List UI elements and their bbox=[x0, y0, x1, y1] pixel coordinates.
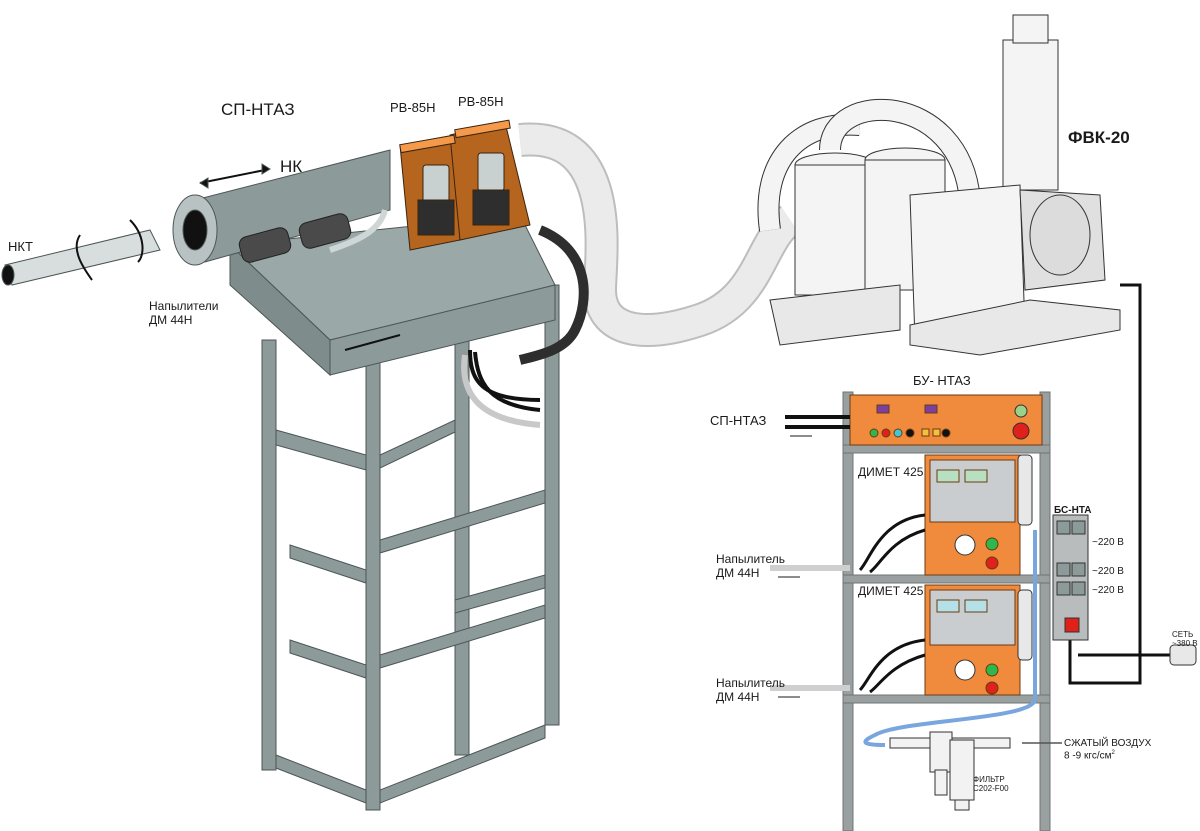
label-filter: ФИЛЬТР С202-F00 bbox=[973, 775, 1009, 793]
label-net-380v: СЕТЬ ~380 В bbox=[1172, 630, 1198, 648]
rack bbox=[842, 391, 1051, 831]
label-compressed-air: СЖАТЫЙ ВОЗДУХ 8 -9 кгс/см2 bbox=[1064, 738, 1151, 761]
label-220v-3: ~220 В bbox=[1092, 585, 1124, 596]
air-filter bbox=[889, 731, 1011, 811]
label-dimet-2: ДИМЕТ 425 bbox=[858, 584, 924, 598]
label-air-line1: СЖАТЫЙ ВОЗДУХ bbox=[1064, 738, 1152, 749]
label-air-sup: 2 bbox=[1111, 749, 1115, 756]
label-sprayers: Напылители ДМ 44Н bbox=[149, 299, 219, 328]
power-cable bbox=[1068, 283, 1142, 685]
bu-ntaz-panel bbox=[849, 394, 1043, 446]
label-nkt: НКТ bbox=[8, 239, 33, 254]
powder-feeders bbox=[399, 119, 531, 251]
label-220v-2: ~220 В bbox=[1092, 566, 1124, 577]
nkt-pipe bbox=[1, 219, 161, 286]
air-hose bbox=[863, 530, 1037, 747]
label-nk: НК bbox=[280, 157, 303, 176]
label-220v-1: ~220 В bbox=[1092, 537, 1124, 548]
dimet-unit-2 bbox=[924, 584, 1021, 696]
label-sp-ntaz: СП-НТАЗ bbox=[221, 100, 295, 119]
label-air-line2: 8 -9 кгс/см bbox=[1064, 749, 1112, 761]
label-filter-line2: С202-F00 bbox=[973, 784, 1009, 794]
label-rv-85n-1: РВ-85Н bbox=[390, 100, 436, 115]
label-bu-ntaz: БУ- НТАЗ bbox=[913, 373, 971, 388]
label-bs-nta: БС-НТА bbox=[1054, 505, 1092, 516]
label-fvk-20: ФВК-20 bbox=[1068, 128, 1130, 147]
power-plug bbox=[1169, 644, 1197, 666]
label-sprayers-line2: ДМ 44Н bbox=[149, 312, 193, 327]
label-sprayer-1-line2: ДМ 44Н bbox=[716, 565, 760, 580]
fvk-20-unit bbox=[757, 14, 1121, 356]
label-sprayer-2-line2: ДМ 44Н bbox=[716, 689, 760, 704]
label-sprayer-2: Напылитель ДМ 44Н bbox=[716, 676, 786, 705]
label-sp-ntaz-right: СП-НТАЗ bbox=[710, 413, 767, 428]
sprayer-guns bbox=[238, 209, 388, 263]
label-filter-line1: ФИЛЬТР bbox=[973, 775, 1005, 784]
label-sprayer-2-line1: Напылитель bbox=[716, 676, 786, 690]
hanging-gun-2 bbox=[1017, 589, 1033, 661]
label-net-line1: СЕТЬ bbox=[1172, 630, 1194, 639]
bs-nta-strip bbox=[1052, 514, 1089, 641]
label-net-line2: ~380 В bbox=[1172, 639, 1198, 649]
label-sprayer-1: Напылитель ДМ 44Н bbox=[716, 552, 786, 581]
rotation-arrow bbox=[75, 234, 93, 281]
stand-frame bbox=[261, 284, 560, 811]
chamber-tube bbox=[172, 149, 391, 266]
label-sprayer-1-line1: Напылитель bbox=[716, 552, 786, 566]
hanging-gun-1 bbox=[1017, 454, 1033, 526]
cable-bundle bbox=[518, 225, 589, 365]
dimet-unit-1 bbox=[924, 454, 1021, 576]
label-sprayers-line1: Напылители bbox=[149, 299, 219, 313]
move-arrow bbox=[344, 334, 401, 351]
label-rv-85n-2: РВ-85Н bbox=[458, 94, 504, 109]
label-dimet-1: ДИМЕТ 425 bbox=[858, 465, 924, 479]
rack-hoses bbox=[858, 513, 926, 694]
